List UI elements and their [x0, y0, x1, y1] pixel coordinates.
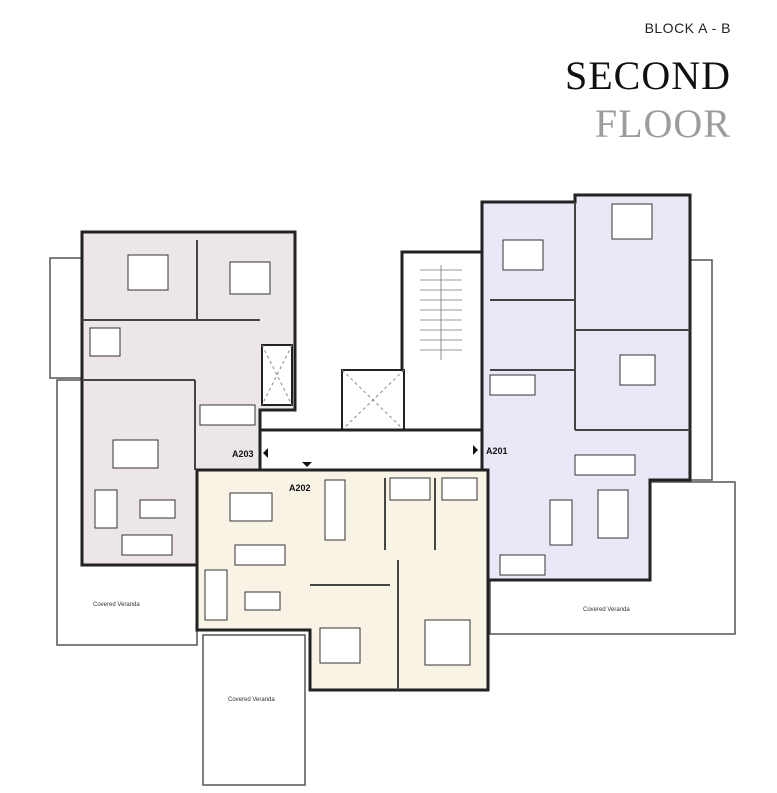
furniture: [89, 203, 656, 666]
unit-label-a202: A202: [289, 483, 311, 493]
stair-core: [261, 250, 484, 432]
unit-a201: [480, 193, 692, 582]
title-line-2: FLOOR: [594, 101, 731, 146]
entrance-arrow-a201: [473, 445, 478, 455]
block-label: BLOCK A - B: [644, 20, 731, 36]
interior-walls: [82, 202, 690, 690]
unit-label-a203: A203: [232, 449, 254, 459]
veranda-label-right: Covered Veranda: [583, 607, 630, 613]
unit-label-a201: A201: [486, 446, 508, 456]
veranda-label-bottom: Covered Veranda: [228, 697, 275, 703]
corridor: [258, 428, 484, 472]
entrance-arrow-a203: [263, 448, 268, 458]
veranda-bottom: [202, 634, 306, 786]
title-line-1: SECOND: [564, 53, 731, 98]
veranda-label-left: Covered Veranda: [93, 602, 140, 608]
entrance-arrow-a202: [302, 462, 312, 467]
